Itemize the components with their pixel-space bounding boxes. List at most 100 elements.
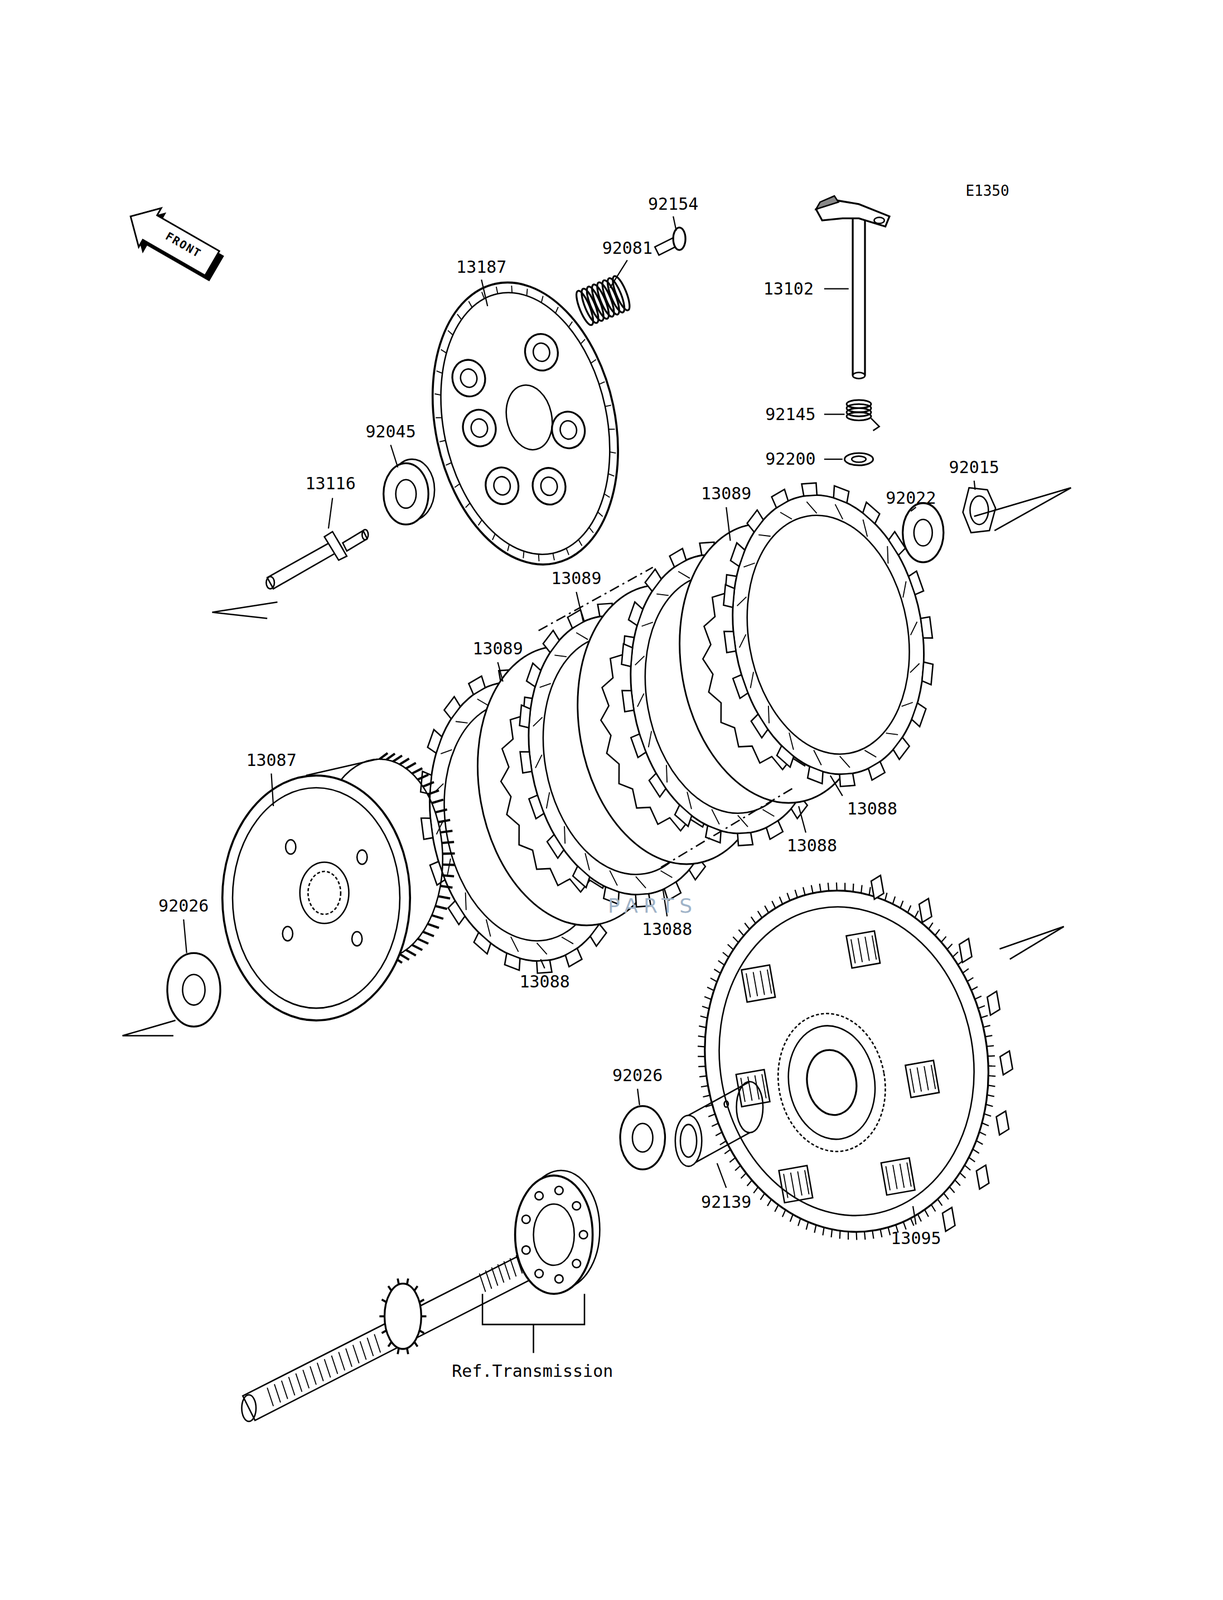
bearing-ball	[572, 1201, 581, 1210]
friction-tab	[909, 701, 929, 728]
leader-line	[576, 591, 584, 623]
shaft-spline	[267, 1387, 274, 1406]
spring-coil	[846, 412, 872, 421]
friction-segment	[864, 748, 877, 760]
bearing-ball	[572, 1259, 581, 1268]
rim-mark	[453, 483, 461, 487]
friction-tab	[668, 548, 688, 568]
shaft-body	[242, 1249, 543, 1420]
shaft-end	[852, 372, 865, 379]
friction-segment	[909, 663, 921, 673]
shaft-spline	[288, 1376, 296, 1395]
leader-line	[271, 772, 274, 806]
shaft-spline	[504, 1260, 511, 1280]
gear-tooth	[917, 1213, 922, 1222]
friction-segment	[585, 852, 590, 871]
hub-spline	[405, 762, 417, 768]
gear-tooth	[931, 1203, 936, 1212]
arrow-outline	[130, 208, 220, 276]
callout-number: 92015	[949, 458, 1000, 476]
washer-hole	[182, 974, 205, 1005]
friction-inner	[728, 501, 928, 767]
friction-segment	[743, 562, 756, 567]
gear-tooth	[976, 1139, 984, 1145]
friction-tab	[673, 803, 694, 829]
shaft-spline	[366, 1337, 374, 1356]
friction-tab	[723, 629, 737, 653]
friction-tab	[648, 771, 667, 799]
gear-tooth	[988, 1083, 996, 1087]
clutch-hub	[222, 752, 456, 1021]
hub-hole	[356, 849, 367, 865]
boss-hole	[492, 475, 512, 497]
gear-tooth	[988, 1064, 996, 1067]
clutch-spring	[573, 274, 633, 327]
gear-tooth	[779, 896, 783, 905]
shaft-spline	[310, 1365, 317, 1385]
gear-tooth	[985, 1035, 993, 1037]
callout-number: 13095	[890, 1229, 941, 1247]
damper-spring	[892, 1164, 898, 1189]
friction-segment	[645, 730, 655, 747]
leader-line	[390, 444, 399, 467]
nut-hole	[969, 495, 989, 525]
friction-segment	[835, 503, 844, 520]
hub-spline	[412, 944, 423, 950]
hub-face-inner	[232, 787, 400, 1008]
friction-segment	[813, 748, 822, 766]
callout-number: 92139	[701, 1193, 752, 1211]
rim-mark	[608, 472, 615, 477]
gear-tooth	[744, 921, 750, 930]
friction-tab	[447, 899, 467, 926]
friction-tab	[419, 816, 434, 840]
friction-segment	[641, 621, 654, 626]
hub-spline	[399, 953, 410, 960]
boss-hole	[531, 341, 551, 363]
gear-tooth	[838, 1230, 842, 1239]
gear-tooth	[888, 1226, 891, 1236]
gear-tooth	[987, 1054, 995, 1057]
gear-tooth	[766, 1199, 773, 1206]
damper-spring	[885, 1165, 891, 1190]
friction-tab	[625, 600, 646, 627]
housing-spline	[767, 1004, 897, 1160]
rim-mark	[609, 450, 616, 454]
housing-finger	[975, 1165, 990, 1189]
damper-window	[779, 1165, 814, 1203]
gear-tooth	[700, 1014, 708, 1019]
hub-spline	[442, 863, 456, 867]
friction-tab	[519, 750, 533, 773]
friction-tab	[732, 674, 749, 699]
housing-hub	[779, 1018, 884, 1146]
damper-spring	[755, 1075, 760, 1100]
bearing-ball	[521, 1245, 531, 1254]
gear-tooth	[983, 1025, 991, 1027]
friction-segment	[633, 655, 646, 665]
friction-tab	[515, 703, 534, 729]
gear-tooth	[859, 884, 864, 893]
shaft-spline	[374, 1333, 381, 1352]
shaft-spline	[331, 1355, 338, 1374]
gear-tooth	[898, 900, 905, 908]
gear-tooth	[710, 976, 718, 983]
figure-code: E1350	[965, 183, 1009, 198]
hub-spline	[422, 781, 434, 787]
leader-line	[824, 288, 849, 290]
callout-number: 13088	[786, 837, 838, 854]
callout-number: 92045	[365, 423, 416, 441]
damper-spring	[864, 936, 870, 961]
gear-tooth	[746, 1180, 753, 1186]
gear-tooth	[927, 922, 934, 929]
rim-mark	[608, 427, 615, 430]
gear-tooth	[811, 885, 814, 893]
friction-tab	[472, 930, 493, 956]
rim-mark	[588, 526, 594, 534]
shaft-spline	[491, 1267, 499, 1286]
gear-tooth	[711, 1122, 719, 1126]
hub-spline	[441, 841, 454, 843]
gear-tooth	[738, 928, 744, 936]
gear-tooth	[722, 950, 729, 958]
damper-spring	[872, 935, 877, 960]
gear-tooth	[752, 1186, 760, 1193]
hub-spline	[405, 949, 417, 956]
